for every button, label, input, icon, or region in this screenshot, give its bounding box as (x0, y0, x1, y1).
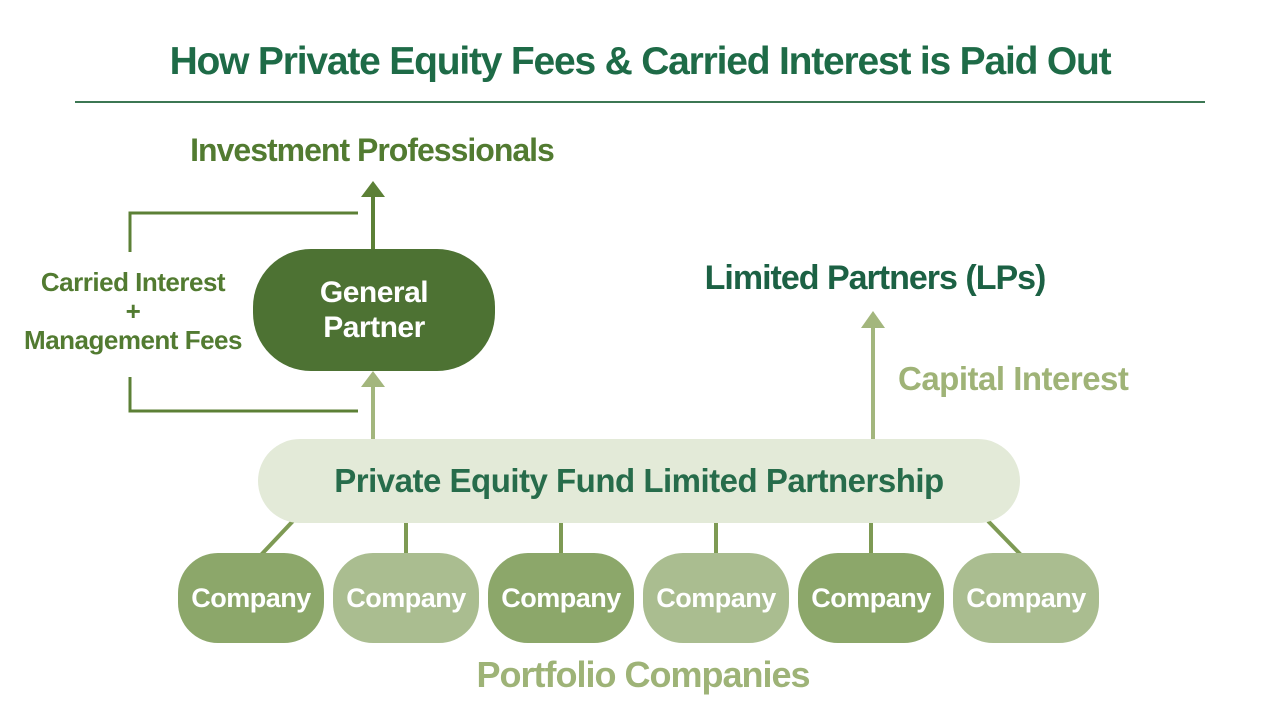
connector-fund-company-1 (258, 519, 295, 558)
fees-label-plus: + (125, 296, 141, 327)
limited-partners-label: Limited Partners (LPs) (704, 259, 1047, 297)
company-label: Company (501, 582, 621, 613)
fees-bracket-bottom (128, 377, 358, 413)
company-label: Company (346, 582, 466, 613)
general-partner-label-line1: General (319, 275, 429, 309)
company-label: Company (656, 582, 776, 613)
company-node-3: Company (488, 553, 634, 643)
company-label: Company (811, 582, 931, 613)
company-node-2: Company (333, 553, 479, 643)
private-equity-fund-node: Private Equity Fund Limited Partnership (258, 439, 1020, 523)
investment-professionals-label: Investment Professionals (190, 132, 555, 168)
capital-interest-label: Capital Interest (898, 360, 1129, 397)
arrow-fund-to-gp-head-icon (361, 371, 385, 387)
title-underline (75, 101, 1205, 103)
fees-label-line3: Management Fees (24, 325, 242, 356)
general-partner-label-line2: Partner (323, 311, 425, 344)
page-title: How Private Equity Fees & Carried Intere… (169, 40, 1112, 83)
fees-bracket-top (128, 211, 358, 252)
portfolio-companies-caption: Portfolio Companies (476, 654, 810, 695)
arrow-gp-to-professionals-head-icon (361, 181, 385, 197)
company-label: Company (966, 582, 1086, 613)
fees-label-line1: Carried Interest (40, 267, 226, 297)
general-partner-node: General Partner (253, 249, 495, 371)
company-node-4: Company (643, 553, 789, 643)
company-node-1: Company (178, 553, 324, 643)
fees-label: Carried Interest + Management Fees (13, 267, 253, 356)
private-equity-fund-label: Private Equity Fund Limited Partnership (334, 462, 944, 499)
connector-fund-company-6 (986, 519, 1024, 558)
company-label: Company (191, 582, 311, 613)
company-node-6: Company (953, 553, 1099, 643)
company-node-5: Company (798, 553, 944, 643)
arrow-fund-to-lp-head-icon (861, 311, 885, 328)
